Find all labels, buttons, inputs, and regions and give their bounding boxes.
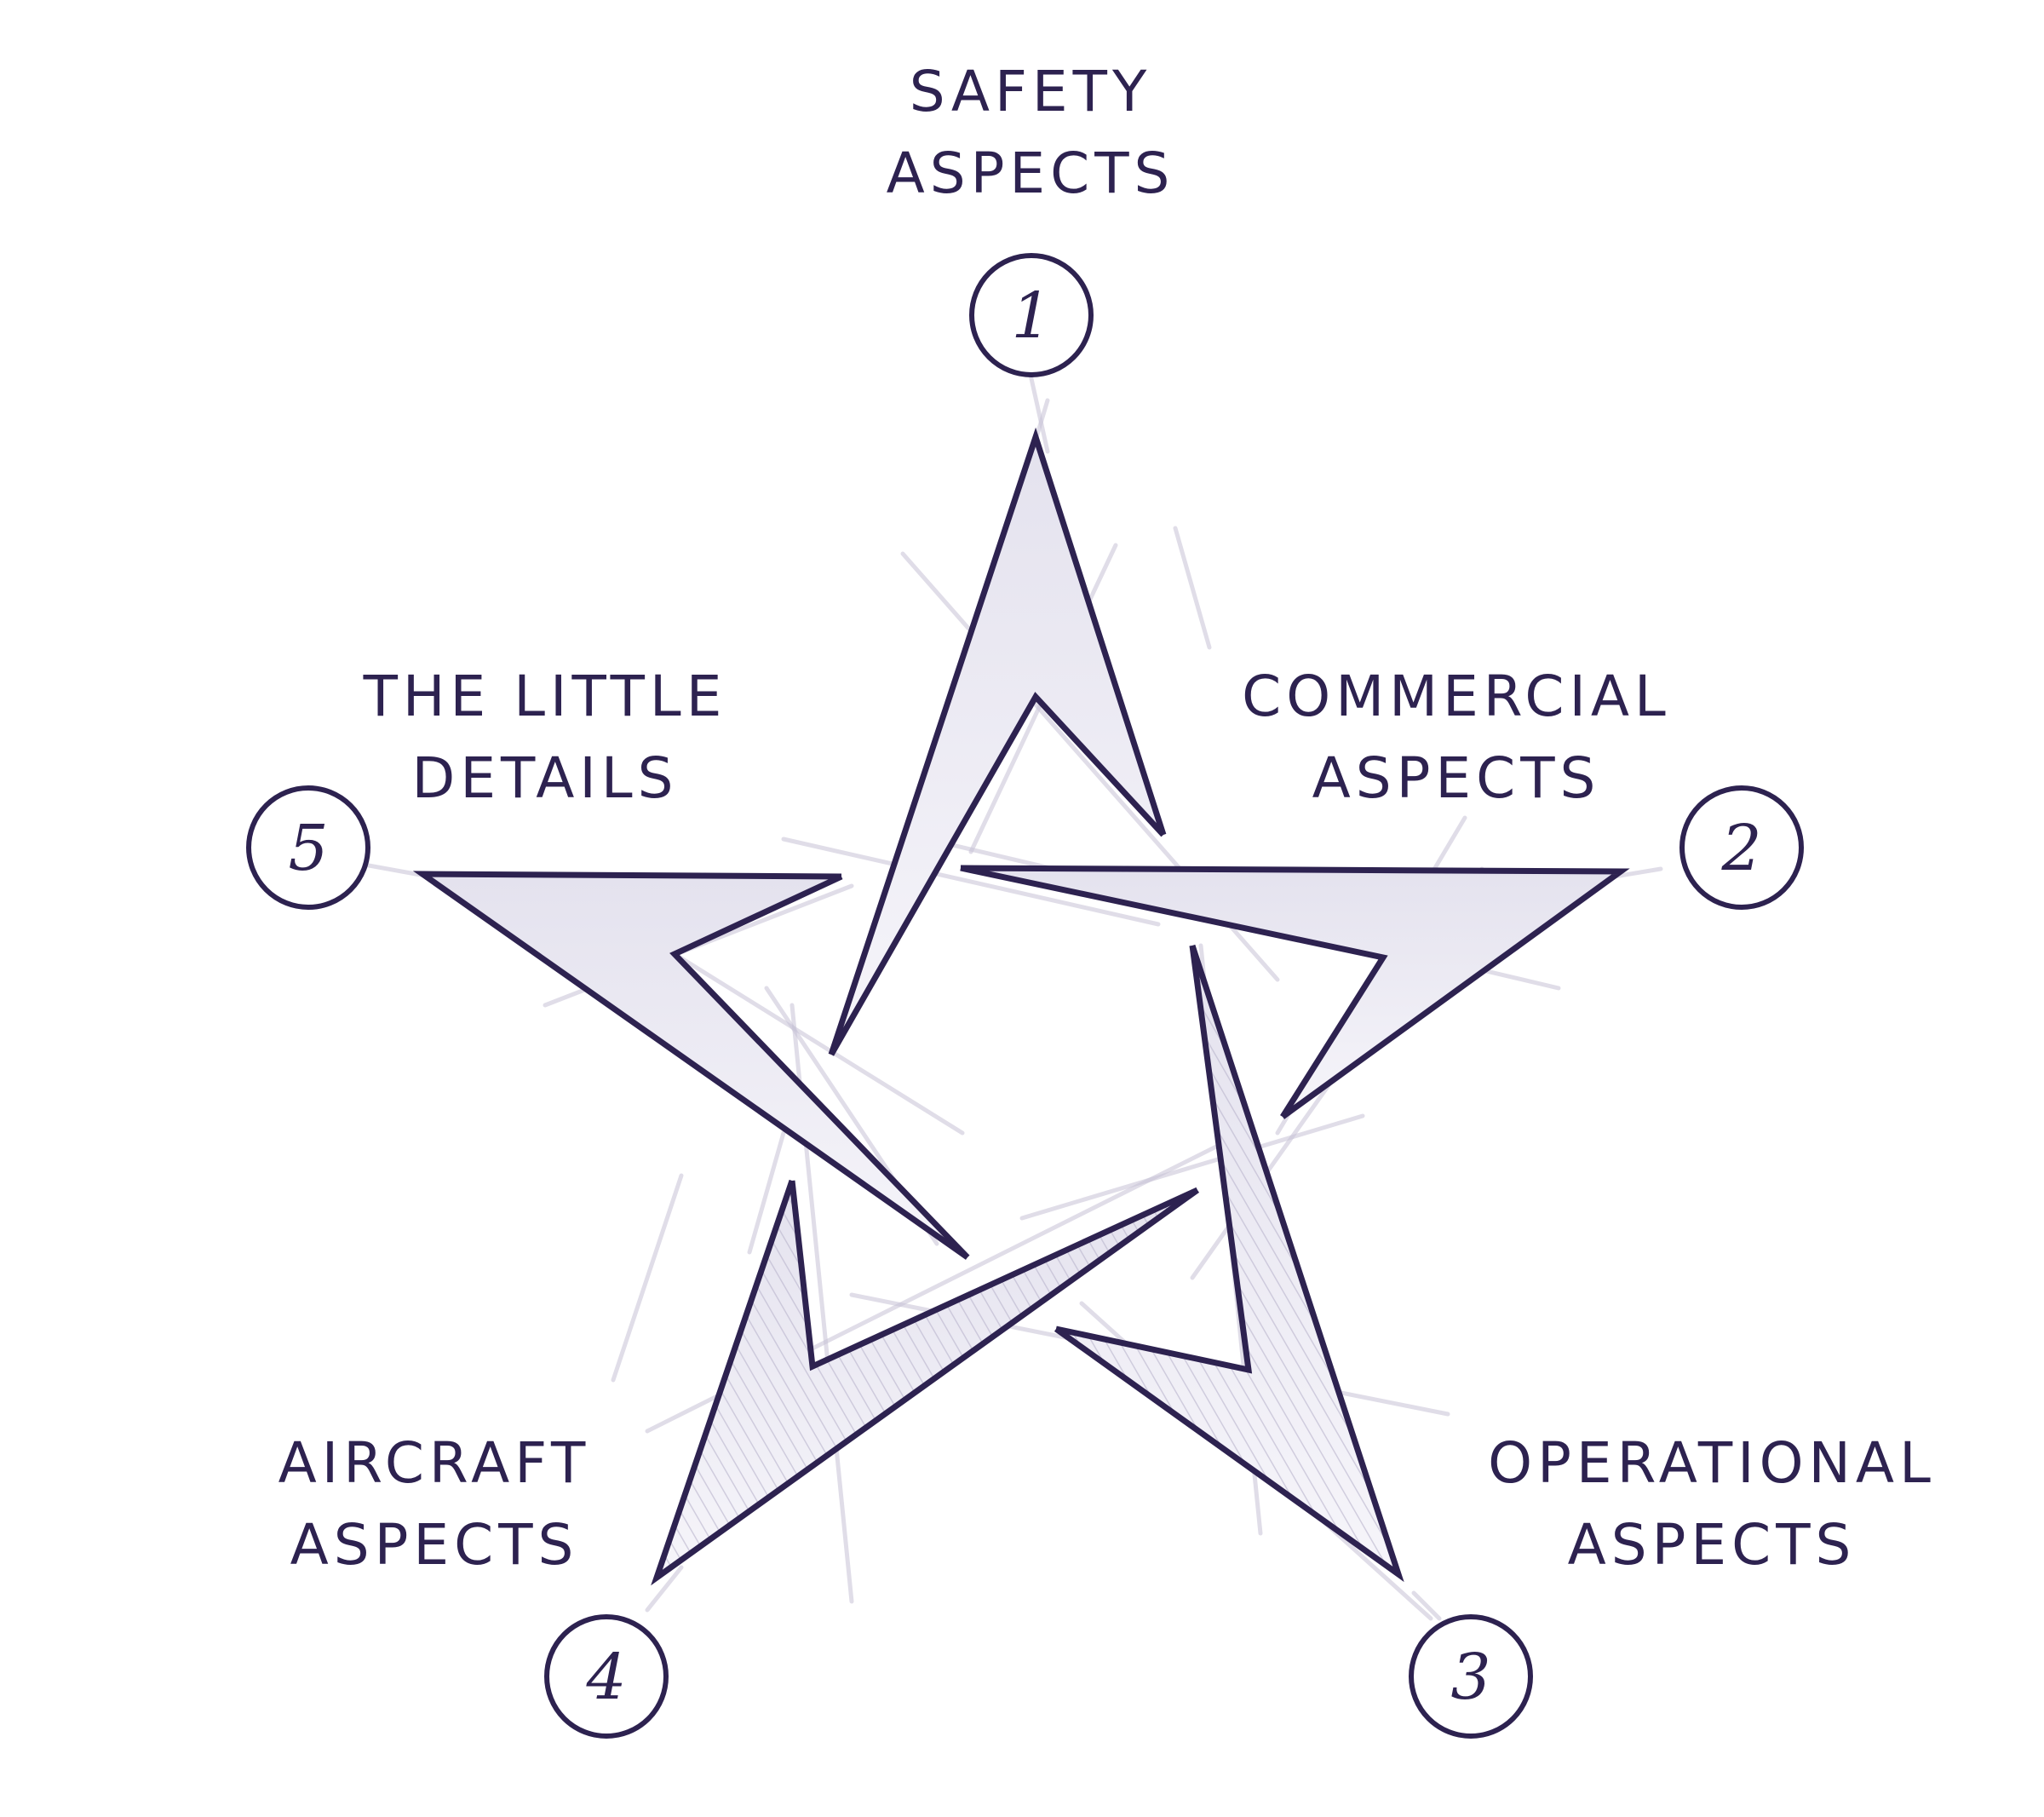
- label-line: OPERATIONAL: [1488, 1430, 1936, 1496]
- label-line: ASPECTS: [290, 1512, 579, 1578]
- label-aircraft-aspects: AIRCRAFT ASPECTS: [278, 1423, 591, 1586]
- node-1-badge: 1: [969, 253, 1094, 377]
- node-5-number: 5: [288, 812, 328, 885]
- label-line: ASPECTS: [1312, 745, 1601, 811]
- node-3-badge: 3: [1409, 1614, 1533, 1739]
- star-fills: [422, 437, 1621, 1578]
- label-line: THE LITTLE: [363, 664, 727, 729]
- node-2-badge: 2: [1679, 785, 1804, 910]
- node-3-number: 3: [1450, 1641, 1490, 1714]
- label-the-little-details: THE LITTLE DETAILS: [364, 656, 727, 819]
- label-commercial-aspects: COMMERCIAL ASPECTS: [1242, 656, 1671, 819]
- label-operational-aspects: OPERATIONAL ASPECTS: [1488, 1423, 1936, 1586]
- node-5-badge: 5: [246, 785, 370, 910]
- label-line: COMMERCIAL: [1242, 664, 1671, 729]
- star-outline: [412, 427, 1630, 1586]
- label-line: ASPECTS: [1567, 1512, 1857, 1578]
- node-2-number: 2: [1720, 812, 1761, 885]
- node-4-number: 4: [585, 1641, 626, 1714]
- node-1-number: 1: [1011, 279, 1051, 353]
- node-4-badge: 4: [544, 1614, 669, 1739]
- label-line: SAFETY: [909, 59, 1152, 124]
- label-line: DETAILS: [411, 745, 679, 811]
- label-line: ASPECTS: [886, 141, 1175, 206]
- label-line: AIRCRAFT: [278, 1430, 591, 1496]
- label-safety-aspects: SAFETY ASPECTS: [887, 51, 1175, 215]
